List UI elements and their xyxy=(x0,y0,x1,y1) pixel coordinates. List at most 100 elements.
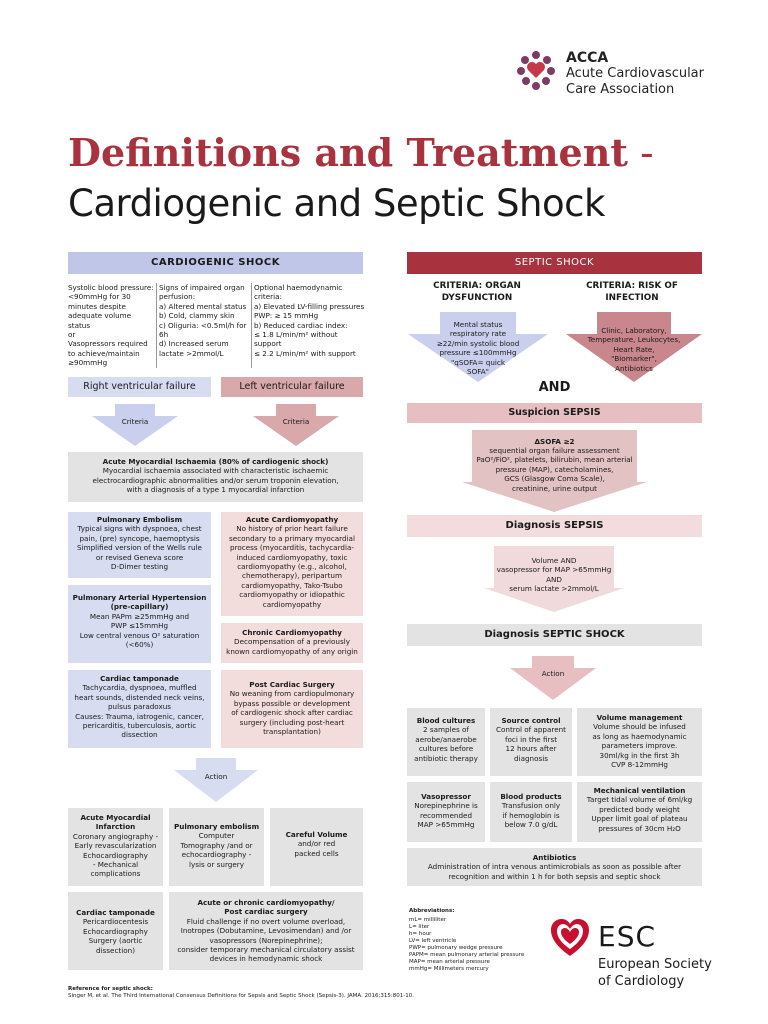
action-pe-text: Computer Tomography /and or echocardiogr… xyxy=(180,831,253,869)
blood-products-title: Blood products xyxy=(500,792,562,801)
septic-action-arrow xyxy=(510,656,596,700)
esc-heart-icon xyxy=(551,919,589,956)
pe-title: Pulmonary Embolism xyxy=(96,515,183,524)
pcs-title: Post Cardiac Surgery xyxy=(249,680,335,689)
arrow-down-icon xyxy=(92,404,178,446)
tamponade-title: Cardiac tamponade xyxy=(100,674,179,683)
mechanical-ventilation-box: Mechanical ventilation Target tidal volu… xyxy=(577,782,702,842)
volume-text: Volume AND vasopressor for MAP >65mmHg A… xyxy=(496,556,612,594)
action-cardiomyopathy-title: Acute or chronic cardiomyopathy/ Post ca… xyxy=(197,898,335,917)
criteria-label-left: Criteria xyxy=(121,417,149,426)
action-volume-title: Careful Volume xyxy=(285,830,348,839)
abbreviations-title: Abbreviations: xyxy=(409,908,455,914)
pcs-box: Post Cardiac Surgery No weaning from car… xyxy=(221,670,363,748)
action-volume-box: Careful Volume and/or red packed cells xyxy=(270,808,363,886)
blood-products-box: Blood products Transfusion only if hemog… xyxy=(490,782,572,842)
tamponade-box: Cardiac tamponade Tachycardia, dyspnoea,… xyxy=(68,670,211,748)
reference-text: Singer M, et al. The Third International… xyxy=(68,993,414,999)
action-volume-text: and/or red packed cells xyxy=(294,839,339,858)
blood-cultures-box: Blood cultures 2 samples of aerobe/anaer… xyxy=(407,708,485,776)
diagnosis-septic-shock-bar: Diagnosis SEPTIC SHOCK xyxy=(407,624,702,646)
vasopressor-title: Vasopressor xyxy=(421,792,471,801)
crit-organ-title: CRITERIA: ORGAN DYSFUNCTION xyxy=(433,281,521,303)
action-tamponade-text: Pericardiocentesis Echocardiography Surg… xyxy=(82,917,149,955)
suspicion-sepsis-bar: Suspicion SEPSIS xyxy=(407,403,702,423)
pah-box: Pulmonary Arterial Hypertension (pre-cap… xyxy=(68,585,211,663)
blood-cultures-text: 2 samples of aerobe/anaerobe cultures be… xyxy=(414,725,478,763)
diagnosis-sepsis-bar: Diagnosis SEPSIS xyxy=(407,515,702,537)
crit-infection-title: CRITERIA: RISK OF INFECTION xyxy=(586,281,678,303)
septic-header: SEPTIC SHOCK xyxy=(407,252,702,274)
pah-text: Mean PAPm ≥25mmHg and PWP ≤15mmHg Low ce… xyxy=(79,611,200,650)
action-ami-title: Acute Myocardial Infarction xyxy=(80,813,151,832)
acca-line1: Acute Cardiovascular xyxy=(566,66,704,81)
blood-cultures-title: Blood cultures xyxy=(416,716,476,725)
ccm-box: Chronic Cardiomyopathy Decompensation of… xyxy=(221,623,363,663)
action-tamponade-title: Cardiac tamponade xyxy=(76,908,155,917)
ccm-title: Chronic Cardiomyopathy xyxy=(242,628,342,637)
acm-box: Acute Cardiomyopathy No history of prior… xyxy=(221,512,363,616)
divider xyxy=(251,283,252,368)
pe-box: Pulmonary Embolism Typical signs with dy… xyxy=(68,512,211,578)
source-control-text: Control of apparent foci in the first 12… xyxy=(495,725,566,763)
action-pe-box: Pulmonary embolism Computer Tomography /… xyxy=(169,808,264,886)
pe-text: Typical signs with dyspnoea, chest pain,… xyxy=(77,524,202,572)
organ-text: Mental status respiratory rate ≥22/min s… xyxy=(436,320,520,377)
source-control-box: Source control Control of apparent foci … xyxy=(490,708,572,776)
sofa-text: sequential organ failure assessment PaO²… xyxy=(476,446,633,493)
septic-action-label: Action xyxy=(541,669,565,678)
and-label: AND xyxy=(538,380,571,395)
cardio-criteria-perfusion: Signs of impaired organ perfusion: a) Al… xyxy=(159,283,247,358)
esc-logo xyxy=(548,916,592,960)
tamponade-text: Tachycardia, dyspnoea, muffled heart sou… xyxy=(74,683,205,740)
reference-title: Reference for septic shock: xyxy=(68,986,153,992)
mechanical-ventilation-title: Mechanical ventilation xyxy=(593,786,686,795)
infection-arrow xyxy=(566,312,702,382)
action-ami-box: Acute Myocardial Infarction Coronary ang… xyxy=(68,808,163,886)
sofa-head: ΔSOFA ≥2 xyxy=(534,437,575,446)
acca-heart-icon xyxy=(517,51,555,90)
arrow-down-icon xyxy=(566,312,702,382)
arrow-down-icon xyxy=(174,758,258,802)
volume-management-title: Volume management xyxy=(596,713,683,722)
cardiogenic-header: CARDIOGENIC SHOCK xyxy=(68,252,363,274)
title-main: Definitions and Treatment xyxy=(68,130,628,175)
volume-management-box: Volume management Volume should be infus… xyxy=(577,708,702,776)
acm-title: Acute Cardiomyopathy xyxy=(245,515,339,524)
acm-text: No history of prior heart failure second… xyxy=(229,524,355,609)
pcs-text: No weaning from cardiopulmonary bypass p… xyxy=(229,689,355,737)
action-cardiomyopathy-box: Acute or chronic cardiomyopathy/ Post ca… xyxy=(169,892,363,970)
title-dash: - xyxy=(627,131,654,175)
sofa-arrow xyxy=(462,430,647,512)
vasopressor-box: Vasopressor Norepinephrine is recommende… xyxy=(407,782,485,842)
blood-products-text: Transfusion only if hemoglobin is below … xyxy=(501,801,561,830)
arrow-down-icon xyxy=(484,546,624,612)
ccm-text: Decompensation of a previously known car… xyxy=(226,637,358,656)
esc-line2: of Cardiology xyxy=(598,974,685,989)
acca-logo xyxy=(516,50,556,90)
volume-arrow xyxy=(484,546,624,612)
action-tamponade-box: Cardiac tamponade Pericardiocentesis Ech… xyxy=(68,892,163,970)
antibiotics-text: Administration of intra venous antimicro… xyxy=(427,862,682,881)
vasopressor-text: Norepinephrine is recommended MAP >65mmH… xyxy=(414,801,478,830)
action-ami-text: Coronary angiography - Early revasculari… xyxy=(72,831,159,879)
organ-arrow xyxy=(408,312,548,382)
cardio-action-arrow xyxy=(174,758,258,802)
esc-line1: European Society xyxy=(598,957,712,972)
pah-title: Pulmonary Arterial Hypertension (pre-cap… xyxy=(72,593,207,612)
lvf-header: Left ventricular failure xyxy=(221,377,363,397)
criteria-label-right: Criteria xyxy=(282,417,310,426)
cardio-criteria-haemodynamic: Optional haemodynamic criteria: a) Eleva… xyxy=(254,283,365,358)
antibiotics-title: Antibiotics xyxy=(532,853,577,862)
divider xyxy=(156,283,157,368)
ischaemia-box: Acute Myocardial Ischaemia (80% of cardi… xyxy=(68,452,363,502)
source-control-title: Source control xyxy=(501,716,561,725)
esc-short: ESC xyxy=(598,920,657,953)
page-subtitle: Cardiogenic and Septic Shock xyxy=(68,182,605,225)
abbreviations-text: mL= milliliter L= liter h= hour LV= left… xyxy=(409,917,525,972)
rvf-header: Right ventricular failure xyxy=(68,377,211,397)
arrow-down-icon xyxy=(253,404,339,446)
arrow-down-icon xyxy=(462,430,647,512)
criteria-arrow-right xyxy=(253,404,339,446)
cardio-criteria-bp: Systolic blood pressure: <90mmHg for 30 … xyxy=(68,283,154,368)
